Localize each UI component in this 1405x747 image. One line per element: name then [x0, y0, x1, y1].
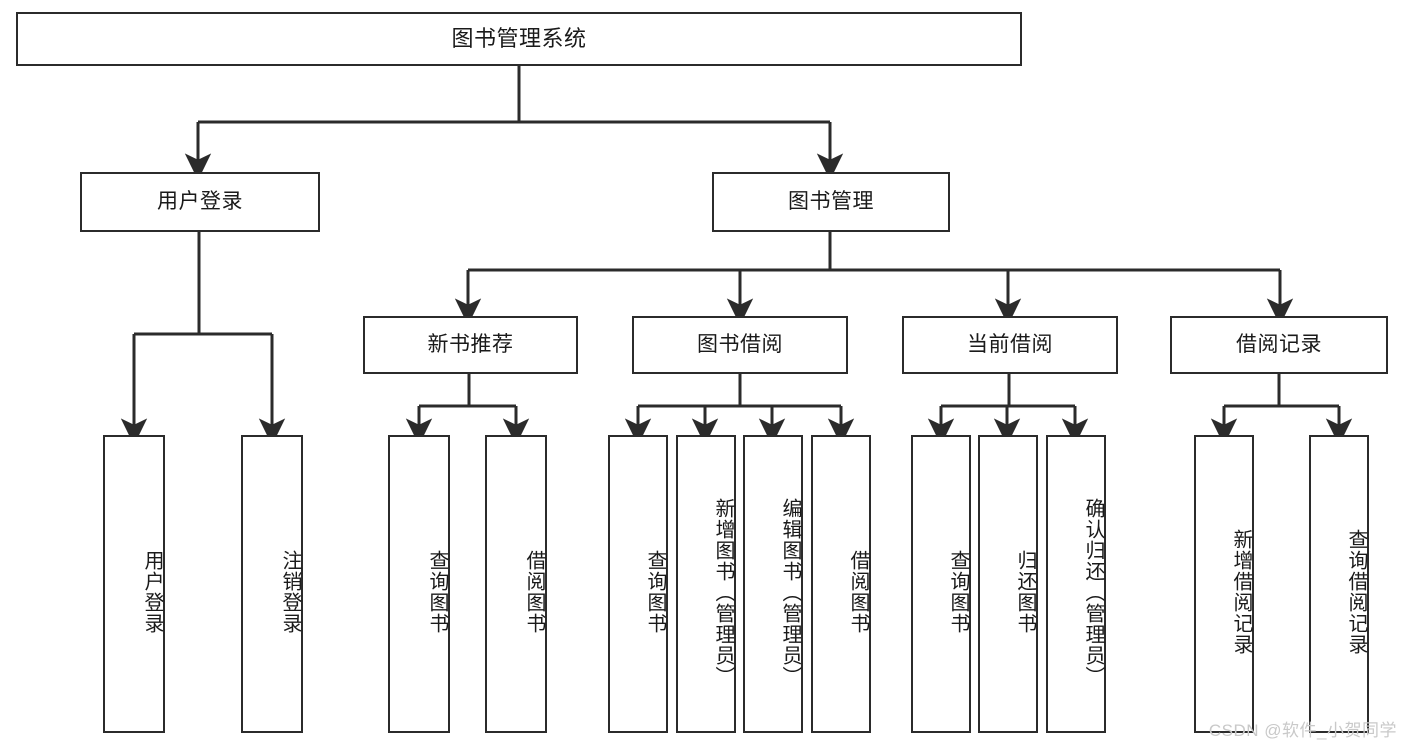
node-new-book[interactable]: 新书推荐: [363, 316, 578, 374]
node-root-label: 图书管理系统: [451, 25, 587, 51]
watermark: CSDN @软件_小贺同学: [1208, 721, 1397, 740]
node-leaf-label: 新增借阅记录: [1230, 529, 1252, 655]
node-leaf-label: 查询图书: [426, 550, 448, 634]
node-leaf-new-book-query[interactable]: 查询图书: [388, 435, 450, 733]
node-leaf-book-borrow-query[interactable]: 查询图书: [608, 435, 668, 733]
node-borrow-record-label: 借阅记录: [1236, 333, 1322, 357]
node-leaf-label: 查询图书: [644, 550, 666, 634]
node-new-book-label: 新书推荐: [427, 333, 514, 357]
node-leaf-label: 归还图书: [1014, 550, 1036, 634]
node-book-manage[interactable]: 图书管理: [712, 172, 950, 232]
node-book-borrow[interactable]: 图书借阅: [632, 316, 848, 374]
node-leaf-book-borrow-add[interactable]: 新增图书（管理员）: [676, 435, 736, 733]
node-current-borrow-label: 当前借阅: [967, 333, 1053, 357]
node-user-login-label: 用户登录: [157, 190, 243, 214]
node-borrow-record[interactable]: 借阅记录: [1170, 316, 1388, 374]
node-leaf-label: 新增图书（管理员）: [712, 497, 734, 687]
node-leaf-current-borrow-query[interactable]: 查询图书: [911, 435, 971, 733]
node-leaf-book-borrow-edit[interactable]: 编辑图书（管理员）: [743, 435, 803, 733]
node-current-borrow[interactable]: 当前借阅: [902, 316, 1118, 374]
node-leaf-user-login-logout[interactable]: 注销登录: [241, 435, 303, 733]
node-book-borrow-label: 图书借阅: [697, 333, 783, 357]
node-leaf-label: 借阅图书: [523, 550, 545, 634]
node-leaf-label: 注销登录: [279, 550, 301, 634]
node-leaf-label: 借阅图书: [847, 550, 869, 634]
node-leaf-current-borrow-confirm[interactable]: 确认归还（管理员）: [1046, 435, 1106, 733]
node-root[interactable]: 图书管理系统: [16, 12, 1022, 66]
node-leaf-borrow-record-query[interactable]: 查询借阅记录: [1309, 435, 1369, 733]
node-leaf-new-book-borrow[interactable]: 借阅图书: [485, 435, 547, 733]
node-leaf-book-borrow-borrow[interactable]: 借阅图书: [811, 435, 871, 733]
node-leaf-borrow-record-add[interactable]: 新增借阅记录: [1194, 435, 1254, 733]
node-leaf-label: 编辑图书（管理员）: [779, 497, 801, 687]
node-user-login[interactable]: 用户登录: [80, 172, 320, 232]
node-leaf-label: 查询借阅记录: [1345, 529, 1367, 655]
node-leaf-label: 查询图书: [947, 550, 969, 634]
node-book-manage-label: 图书管理: [788, 190, 874, 214]
node-leaf-current-borrow-return[interactable]: 归还图书: [978, 435, 1038, 733]
node-leaf-user-login-login[interactable]: 用户登录: [103, 435, 165, 733]
node-leaf-label: 确认归还（管理员）: [1082, 497, 1104, 687]
node-leaf-label: 用户登录: [141, 550, 163, 634]
